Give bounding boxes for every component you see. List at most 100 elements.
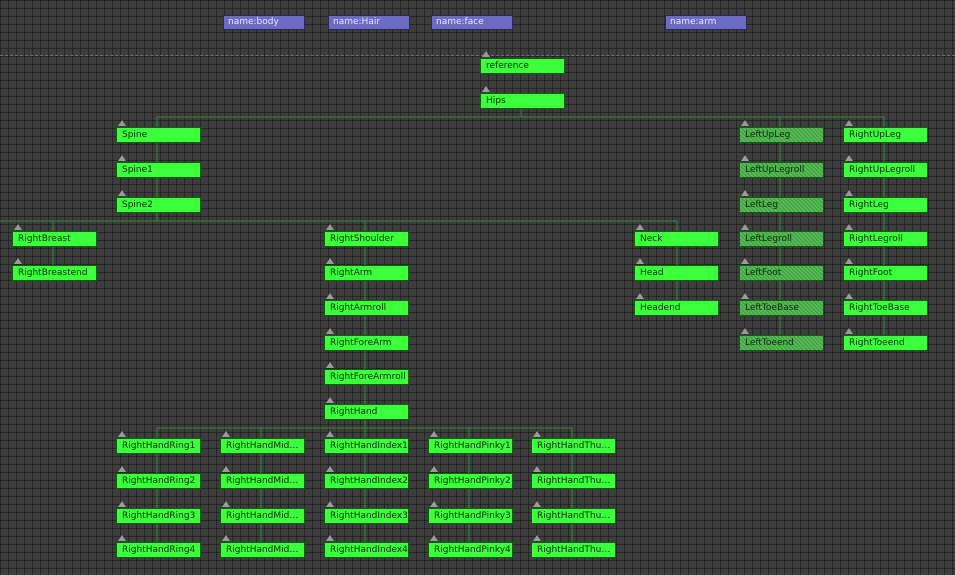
node-left-leg[interactable]: LeftLeg: [739, 197, 824, 213]
parent-arrow-icon: [533, 466, 541, 472]
parent-arrow-icon: [118, 535, 126, 541]
node-reference[interactable]: reference: [480, 58, 565, 74]
parent-arrow-icon: [741, 155, 749, 161]
parent-arrow-icon: [222, 535, 230, 541]
node-right-hand-ring3[interactable]: RightHandRing3: [116, 508, 201, 524]
parent-arrow-icon: [430, 535, 438, 541]
node-spine[interactable]: Spine: [116, 127, 201, 143]
node-left-foot[interactable]: LeftFoot: [739, 265, 824, 281]
parent-arrow-icon: [326, 224, 334, 230]
node-headend[interactable]: Headend: [634, 300, 719, 316]
parent-arrow-icon: [326, 466, 334, 472]
parent-arrow-icon: [326, 328, 334, 334]
parent-arrow-icon: [845, 224, 853, 230]
parent-arrow-icon: [741, 190, 749, 196]
parent-arrow-icon: [482, 51, 490, 57]
parent-arrow-icon: [118, 466, 126, 472]
parent-arrow-icon: [430, 431, 438, 437]
parent-arrow-icon: [845, 293, 853, 299]
node-right-leg[interactable]: RightLeg: [843, 197, 928, 213]
parent-arrow-icon: [326, 293, 334, 299]
node-right-uplegroll[interactable]: RightUpLegroll: [843, 162, 928, 178]
node-right-upleg[interactable]: RightUpLeg: [843, 127, 928, 143]
parent-arrow-icon: [845, 258, 853, 264]
parent-arrow-icon: [636, 293, 644, 299]
parent-arrow-icon: [741, 224, 749, 230]
parent-arrow-icon: [845, 190, 853, 196]
parent-arrow-icon: [845, 155, 853, 161]
namespace-tab-arm[interactable]: name:arm: [665, 15, 747, 30]
node-right-armroll[interactable]: RightArmroll: [324, 300, 409, 316]
namespace-tab-body[interactable]: name:body: [223, 15, 305, 30]
node-right-hand-pinky2[interactable]: RightHandPinky2: [428, 473, 513, 489]
parent-arrow-icon: [741, 293, 749, 299]
node-right-hand-thumb4[interactable]: RightHandThumb4: [531, 542, 616, 558]
node-hips[interactable]: Hips: [480, 93, 565, 109]
node-right-hand-pinky3[interactable]: RightHandPinky3: [428, 508, 513, 524]
node-right-toebase[interactable]: RightToeBase: [843, 300, 928, 316]
node-right-forearmroll[interactable]: RightForeArmroll: [324, 369, 409, 385]
node-right-legroll[interactable]: RightLegroll: [843, 231, 928, 247]
node-spine2[interactable]: Spine2: [116, 197, 201, 213]
node-left-toebase[interactable]: LeftToeBase: [739, 300, 824, 316]
node-right-arm[interactable]: RightArm: [324, 265, 409, 281]
parent-arrow-icon: [222, 501, 230, 507]
node-left-legroll[interactable]: LeftLegroll: [739, 231, 824, 247]
node-right-foot[interactable]: RightFoot: [843, 265, 928, 281]
parent-arrow-icon: [118, 431, 126, 437]
node-right-hand-index4[interactable]: RightHandIndex4: [324, 542, 409, 558]
parent-arrow-icon: [741, 120, 749, 126]
node-right-hand-ring4[interactable]: RightHandRing4: [116, 542, 201, 558]
node-right-hand-middle2[interactable]: RightHandMiddle2: [220, 473, 305, 489]
parent-arrow-icon: [636, 258, 644, 264]
parent-arrow-icon: [533, 535, 541, 541]
node-right-hand-middle3[interactable]: RightHandMiddle3: [220, 508, 305, 524]
node-right-hand-pinky1[interactable]: RightHandPinky1: [428, 438, 513, 454]
namespace-tab-face[interactable]: name:face: [431, 15, 513, 30]
parent-arrow-icon: [118, 190, 126, 196]
parent-arrow-icon: [14, 224, 22, 230]
namespace-tab-hair[interactable]: name:Hair: [328, 15, 410, 30]
node-right-hand-thumb2[interactable]: RightHandThumb2: [531, 473, 616, 489]
node-right-hand-ring1[interactable]: RightHandRing1: [116, 438, 201, 454]
parent-arrow-icon: [326, 431, 334, 437]
parent-arrow-icon: [118, 501, 126, 507]
parent-arrow-icon: [326, 535, 334, 541]
node-right-hand-middle1[interactable]: RightHandMiddle1: [220, 438, 305, 454]
parent-arrow-icon: [482, 86, 490, 92]
node-right-breastend[interactable]: RightBreastend: [12, 265, 97, 281]
parent-arrow-icon: [326, 362, 334, 368]
node-right-hand-index1[interactable]: RightHandIndex1: [324, 438, 409, 454]
node-head[interactable]: Head: [634, 265, 719, 281]
node-right-hand-thumb3[interactable]: RightHandThumb3: [531, 508, 616, 524]
parent-arrow-icon: [533, 501, 541, 507]
parent-arrow-icon: [533, 431, 541, 437]
node-right-hand-thumb1[interactable]: RightHandThumb1: [531, 438, 616, 454]
parent-arrow-icon: [741, 328, 749, 334]
node-left-uplegroll[interactable]: LeftUpLegroll: [739, 162, 824, 178]
node-right-hand-index3[interactable]: RightHandIndex3: [324, 508, 409, 524]
parent-arrow-icon: [741, 258, 749, 264]
node-right-shoulder[interactable]: RightShoulder: [324, 231, 409, 247]
parent-arrow-icon: [118, 155, 126, 161]
parent-arrow-icon: [845, 120, 853, 126]
node-right-hand-pinky4[interactable]: RightHandPinky4: [428, 542, 513, 558]
parent-arrow-icon: [326, 501, 334, 507]
parent-arrow-icon: [636, 224, 644, 230]
node-right-toeend[interactable]: RightToeend: [843, 335, 928, 351]
node-neck[interactable]: Neck: [634, 231, 719, 247]
node-right-hand-middle4[interactable]: RightHandMiddle4: [220, 542, 305, 558]
node-right-hand-index2[interactable]: RightHandIndex2: [324, 473, 409, 489]
parent-arrow-icon: [222, 431, 230, 437]
node-right-hand[interactable]: RightHand: [324, 404, 409, 420]
node-right-breast[interactable]: RightBreast: [12, 231, 97, 247]
node-right-hand-ring2[interactable]: RightHandRing2: [116, 473, 201, 489]
node-left-toeend[interactable]: LeftToeend: [739, 335, 824, 351]
parent-arrow-icon: [326, 397, 334, 403]
node-spine1[interactable]: Spine1: [116, 162, 201, 178]
node-left-upleg[interactable]: LeftUpLeg: [739, 127, 824, 143]
node-right-forearm[interactable]: RightForeArm: [324, 335, 409, 351]
parent-arrow-icon: [430, 466, 438, 472]
parent-arrow-icon: [326, 258, 334, 264]
parent-arrow-icon: [118, 120, 126, 126]
